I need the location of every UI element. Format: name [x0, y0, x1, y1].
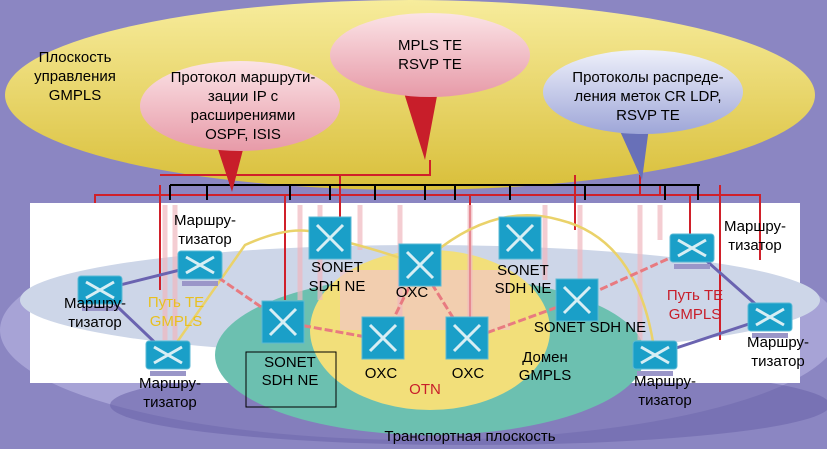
router-label: Маршру- [139, 375, 201, 392]
sonet-label: SONET SDH NE [534, 319, 646, 336]
mpls-bubble-line: RSVP TE [398, 56, 462, 73]
sonet-sdh-icon[interactable] [554, 277, 600, 323]
routing-bubble-line: расширениями [191, 107, 296, 124]
mpls-bubble-line: MPLS TE [398, 37, 462, 54]
te-path-label-left: GMPLS [150, 313, 203, 330]
oxc-label: OXC [396, 284, 429, 301]
sonet-label: SONET [264, 354, 316, 371]
routing-bubble-line: зации IP с [208, 88, 279, 105]
labels-bubble-line: RSVP TE [616, 107, 680, 124]
router-label: тизатор [178, 231, 232, 248]
sonet-sdh-icon[interactable] [307, 215, 353, 261]
router-label: Маршру- [64, 295, 126, 312]
sonet-label: SONET [311, 259, 363, 276]
bubble-routing-protocol [140, 61, 340, 151]
router-label: тизатор [728, 237, 782, 254]
oxc-icon[interactable] [444, 315, 490, 361]
labels-bubble-line: ления меток CR LDP, [574, 88, 721, 105]
oxc-label: OXC [365, 365, 398, 382]
gmpls-domain-label: GMPLS [519, 367, 572, 384]
sonet-sdh-icon[interactable] [497, 215, 543, 261]
sonet-label: SDH NE [309, 278, 366, 295]
te-path-label-right: GMPLS [669, 306, 722, 323]
router-label: Маршру- [724, 218, 786, 235]
otn-label: OTN [409, 381, 441, 398]
oxc-label: OXC [452, 365, 485, 382]
sonet-label: SDH NE [262, 372, 319, 389]
oxc-icon[interactable] [397, 242, 443, 288]
sonet-sdh-icon[interactable] [260, 299, 306, 345]
router-label: Маршру- [634, 373, 696, 390]
router-label: тизатор [68, 314, 122, 331]
selection-box [245, 351, 337, 408]
routing-bubble-line: OSPF, ISIS [205, 126, 281, 143]
router-label: тизатор [638, 392, 692, 409]
gmpls-domain-label: Домен [522, 349, 568, 366]
control-plane-title-1: Плоскость [39, 49, 112, 66]
control-plane-title-3: GMPLS [49, 87, 102, 104]
te-path-label-right: Путь TE [667, 287, 723, 304]
router-label: тизатор [143, 394, 197, 411]
router-label: тизатор [751, 353, 805, 370]
transport-plane-label: Транспортная плоскость [384, 428, 555, 445]
routing-bubble-line: Протокол маршрути- [171, 69, 316, 86]
bubble-label-protocols [543, 50, 743, 134]
bubble-mpls-te [330, 13, 530, 97]
router-label: Маршру- [747, 334, 809, 351]
oxc-icon[interactable] [360, 315, 406, 361]
labels-bubble-line: Протоколы распреде- [572, 69, 723, 86]
sonet-label: SDH NE [495, 280, 552, 297]
control-plane-title-2: управления [34, 68, 116, 85]
sonet-label: SONET [497, 262, 549, 279]
router-label: Маршру- [174, 212, 236, 229]
te-path-label-left: Путь TE [148, 294, 204, 311]
